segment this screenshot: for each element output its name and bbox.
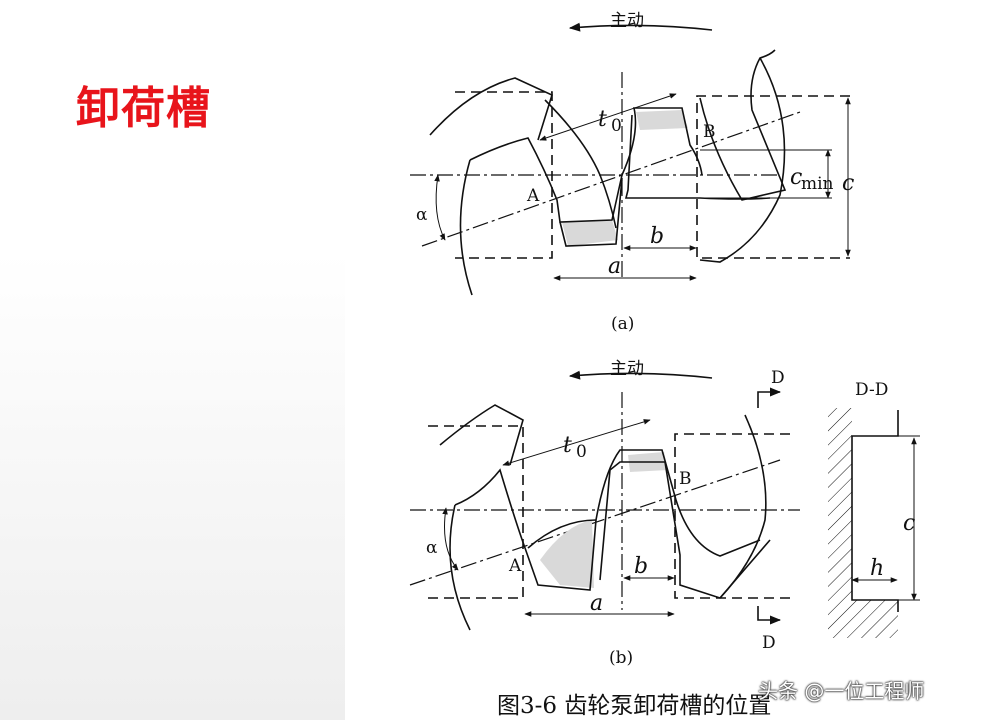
label-D-top-b: D: [771, 368, 785, 388]
section-dd-outline: [851, 410, 899, 612]
section-cut-top-b: [757, 387, 782, 408]
sublabel-a: (a): [611, 314, 634, 334]
gear-tooth-b-5: [719, 414, 767, 599]
left-panel: [0, 0, 345, 720]
trapped-oil-left-b: [540, 520, 594, 588]
gear-tooth-b-2: [454, 449, 761, 591]
label-alpha-b: α: [426, 538, 438, 558]
gear-tooth-b-3: [527, 519, 597, 549]
section-dd: D-D c h: [828, 380, 920, 638]
gear-outer-a-left: [459, 159, 473, 296]
label-B-a: B: [703, 122, 716, 142]
section-cut-bottom-b: [757, 606, 782, 625]
label-t0-sub-b: 0: [576, 442, 587, 462]
label-A-a: A: [526, 186, 540, 206]
gear-outer-b-left: [449, 504, 471, 631]
relief-groove-left-b: [428, 425, 524, 599]
watermark: 头条 @一位工程师: [758, 679, 925, 703]
label-c-dd: c: [903, 511, 915, 536]
label-b-b: b: [634, 554, 648, 579]
gear-tooth-b-1: [439, 404, 524, 466]
rotation-label-b: 主动: [610, 359, 644, 379]
label-A-b: A: [508, 556, 522, 576]
section-dd-title: D-D: [855, 380, 888, 400]
gear-outer-a-right: [699, 57, 786, 263]
slide-title: 卸荷槽: [76, 83, 211, 134]
trapped-oil-right-a: [636, 110, 688, 130]
label-a-b: a: [590, 591, 603, 616]
label-D-bottom-b: D: [762, 633, 776, 653]
label-h-dd: h: [870, 556, 884, 581]
label-cmin-a: c: [790, 165, 802, 190]
label-a-a: a: [608, 254, 621, 279]
angle-arc-a: [434, 174, 446, 241]
figure-caption: 图3-6 齿轮泵卸荷槽的位置: [497, 693, 772, 719]
line-of-action-a: [421, 111, 801, 247]
diagram-b: 主动 t 0 A B b a α D D (b): [409, 359, 800, 668]
relief-groove-right-b: [674, 433, 790, 599]
angle-arc-b: [442, 507, 459, 571]
gear-tooth-a-3: [559, 177, 623, 247]
label-t0-sub-a: 0: [611, 116, 622, 136]
label-B-b: B: [679, 469, 692, 489]
relief-groove-right-a: [696, 95, 850, 259]
rotation-arrow-b: [568, 370, 713, 380]
gear-tooth-a-5: [699, 49, 787, 201]
dim-t0-a: [539, 93, 677, 141]
label-alpha-a: α: [416, 205, 428, 225]
rotation-label-a: 主动: [610, 11, 644, 31]
label-b-a: b: [650, 224, 664, 249]
sublabel-b: (b): [609, 648, 633, 668]
diagram-a: 主动 t 0 A B c min c: [410, 11, 854, 334]
gear-tooth-b-4: [599, 461, 771, 599]
gear-tooth-a-2: [469, 107, 703, 223]
trapped-oil-left-a: [562, 220, 618, 246]
label-t0-a: t: [598, 107, 607, 132]
dim-t0-b: [502, 419, 651, 466]
label-c-a: c: [842, 171, 854, 196]
label-t0-b: t: [563, 433, 572, 458]
label-cmin-sub-a: min: [801, 174, 834, 194]
gear-tooth-a-1: [429, 77, 553, 141]
section-dd-hatch: [828, 408, 898, 638]
rotation-arrow-a: [568, 22, 713, 32]
